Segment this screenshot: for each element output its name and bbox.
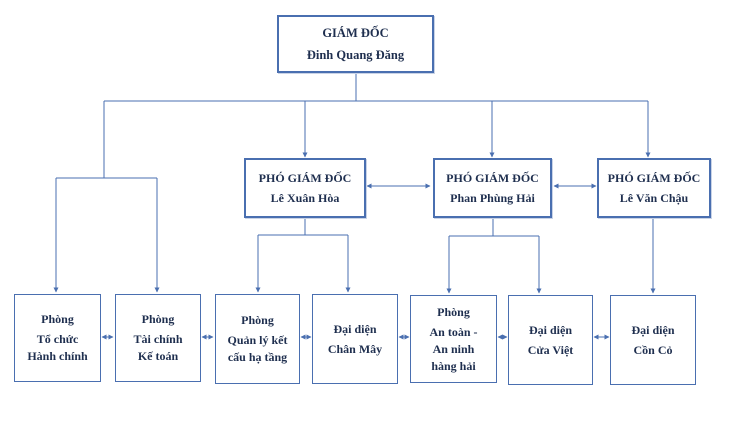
unit-6-line1: Đại diện [528,322,572,337]
deputy-box-2: PHÓ GIÁM ĐỐC Phan Phùng Hải [433,158,552,218]
unit-7-line1: Đại diện [631,322,675,337]
unit-box-6: Đại diện Cửa Việt [508,295,593,385]
unit-5-line1: Phòng [437,304,470,319]
unit-2-line2: Tài chính Kế toán [133,332,183,363]
deputy-2-title: PHÓ GIÁM ĐỐC [446,170,539,185]
unit-box-3: Phòng Quản lý kết cấu hạ tầng [215,294,300,384]
deputy-3-title: PHÓ GIÁM ĐỐC [607,170,701,185]
unit-1-line1: Phòng [41,312,74,326]
director-name: Đinh Quang Đăng [306,48,405,62]
director-title: GIÁM ĐỐC [322,26,389,40]
unit-6-line2: Cửa Việt [527,342,574,357]
unit-3-line1: Phòng [241,313,274,327]
deputy-2-name: Phan Phùng Hải [450,190,535,205]
unit-2-line1: Phòng [141,312,175,326]
unit-4-line2: Chân Mây [327,341,383,356]
unit-4-line1: Đại diện [333,321,377,336]
unit-box-5: Phòng An toàn - An ninh hàng hải [410,295,497,383]
deputy-box-3: PHÓ GIÁM ĐỐC Lê Văn Chậu [597,158,711,218]
unit-box-1: Phòng Tổ chức Hành chính [14,294,101,382]
unit-7-line2: Cồn Cỏ [633,342,673,357]
unit-5-line2: An toàn - An ninh hàng hải [429,324,478,373]
unit-box-7: Đại diện Cồn Cỏ [610,295,696,385]
unit-box-2: Phòng Tài chính Kế toán [115,294,201,382]
deputy-1-title: PHÓ GIÁM ĐỐC [258,170,352,185]
deputy-1-name: Lê Xuân Hòa [270,190,340,205]
unit-3-line2: Quản lý kết cấu hạ tầng [227,333,288,364]
director-box: GIÁM ĐỐC Đinh Quang Đăng [277,15,434,73]
unit-box-4: Đại diện Chân Mây [312,294,398,384]
deputy-3-name: Lê Văn Chậu [619,190,689,205]
deputy-box-1: PHÓ GIÁM ĐỐC Lê Xuân Hòa [244,158,366,218]
unit-1-line2: Tổ chức Hành chính [27,332,88,363]
